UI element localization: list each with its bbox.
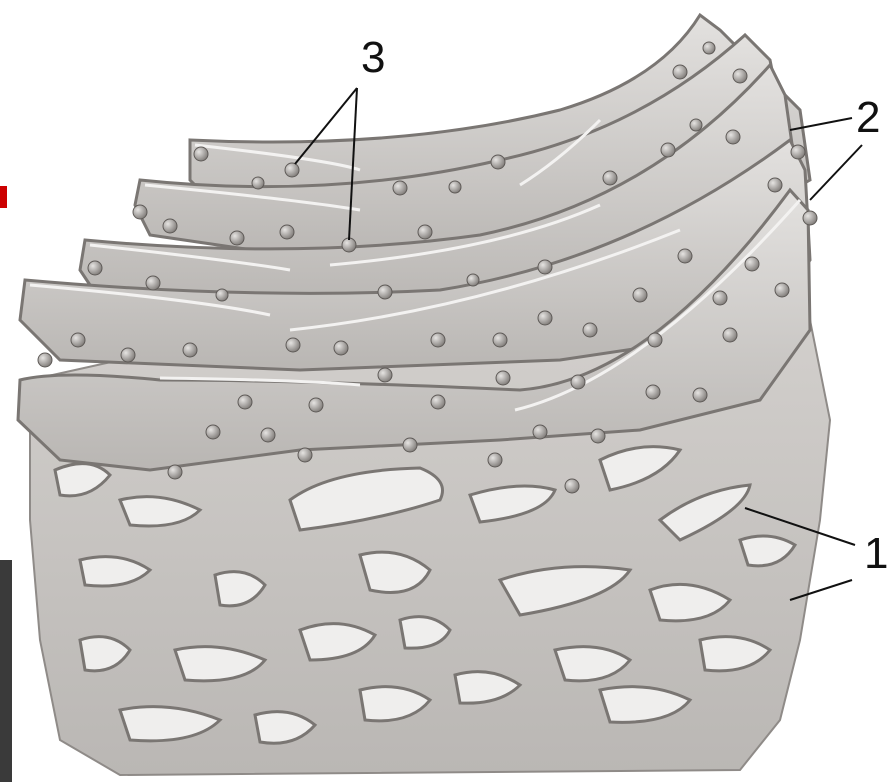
label-2: 2	[856, 96, 880, 140]
rough-er-cisternae	[18, 15, 810, 470]
red-edge-mark	[0, 186, 7, 208]
label-1: 1	[864, 532, 888, 576]
leader-2b	[810, 145, 862, 200]
dark-edge-strip	[0, 560, 12, 782]
label-3: 3	[361, 36, 385, 80]
